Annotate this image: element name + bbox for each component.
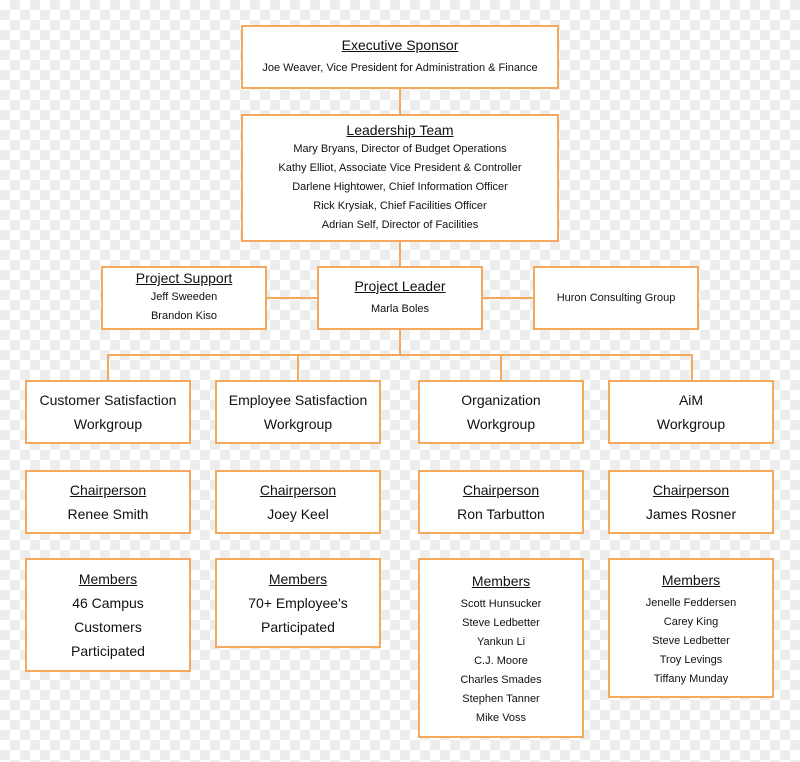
chairperson-name: James Rosner bbox=[645, 506, 737, 522]
connector-support-leader bbox=[266, 297, 318, 299]
members-box: Members 70+ Employee's Participated bbox=[215, 558, 381, 648]
chairperson-title: Chairperson bbox=[259, 482, 337, 498]
connector-bus-wg1 bbox=[107, 354, 109, 381]
project-leader-title: Project Leader bbox=[354, 277, 446, 294]
connector-exec-leadership bbox=[399, 88, 401, 115]
members-line: Participated bbox=[71, 643, 145, 659]
chairperson-box: Chairperson Renee Smith bbox=[25, 470, 191, 534]
chairperson-box: Chairperson Joey Keel bbox=[215, 470, 381, 534]
leadership-member: Darlene Hightower, Chief Information Off… bbox=[292, 180, 508, 193]
project-support-member: Brandon Kiso bbox=[150, 310, 218, 322]
workgroup-name: AiM bbox=[678, 392, 704, 408]
workgroup-name: Workgroup bbox=[263, 416, 333, 432]
chairperson-name: Renee Smith bbox=[67, 506, 149, 522]
leadership-member: Rick Krysiak, Chief Facilities Officer bbox=[313, 199, 487, 212]
workgroup-box: Employee Satisfaction Workgroup bbox=[215, 380, 381, 444]
members-line: Yankun Li bbox=[476, 635, 526, 648]
workgroup-name: Customer Satisfaction bbox=[39, 392, 177, 408]
workgroup-name: Workgroup bbox=[73, 416, 143, 432]
members-title: Members bbox=[471, 572, 531, 589]
connector-leader-consultant bbox=[482, 297, 534, 299]
chairperson-title: Chairperson bbox=[462, 482, 540, 498]
workgroup-box: Customer Satisfaction Workgroup bbox=[25, 380, 191, 444]
project-support-member: Jeff Sweeden bbox=[150, 291, 218, 303]
members-box: Members Scott Hunsucker Steve Ledbetter … bbox=[418, 558, 584, 738]
members-line: Steve Ledbetter bbox=[462, 616, 540, 629]
leadership-member: Mary Bryans, Director of Budget Operatio… bbox=[293, 142, 507, 155]
chairperson-title: Chairperson bbox=[652, 482, 730, 498]
members-line: Carey King bbox=[663, 615, 719, 628]
connector-workgroup-bus bbox=[107, 354, 693, 356]
connector-leader-bus bbox=[399, 329, 401, 356]
leadership-team-box: Leadership Team Mary Bryans, Director of… bbox=[241, 114, 559, 242]
members-title: Members bbox=[661, 571, 721, 588]
chairperson-title: Chairperson bbox=[69, 482, 147, 498]
members-line: 46 Campus bbox=[72, 595, 144, 611]
members-title: Members bbox=[268, 571, 328, 587]
members-line: Charles Smades bbox=[460, 673, 542, 686]
project-leader-box: Project Leader Marla Boles bbox=[317, 266, 483, 330]
project-support-box: Project Support Jeff Sweeden Brandon Kis… bbox=[101, 266, 267, 330]
leadership-member: Kathy Elliot, Associate Vice President &… bbox=[278, 161, 522, 174]
members-line: C.J. Moore bbox=[474, 654, 528, 667]
members-line: Scott Hunsucker bbox=[460, 597, 542, 610]
workgroup-box: AiM Workgroup bbox=[608, 380, 774, 444]
members-line: Mike Voss bbox=[475, 711, 527, 724]
executive-sponsor-title: Executive Sponsor bbox=[341, 36, 459, 53]
members-line: Participated bbox=[261, 619, 335, 635]
workgroup-name: Workgroup bbox=[466, 416, 536, 432]
connector-bus-wg2 bbox=[297, 354, 299, 381]
members-line: Troy Levings bbox=[659, 653, 723, 666]
members-line: Customers bbox=[74, 619, 142, 635]
connector-leadership-leader bbox=[399, 241, 401, 268]
chairperson-name: Joey Keel bbox=[267, 506, 329, 522]
chairperson-box: Chairperson James Rosner bbox=[608, 470, 774, 534]
members-line: 70+ Employee's bbox=[248, 595, 348, 611]
members-box: Members 46 Campus Customers Participated bbox=[25, 558, 191, 672]
workgroup-name: Workgroup bbox=[656, 416, 726, 432]
executive-sponsor-box: Executive Sponsor Joe Weaver, Vice Presi… bbox=[241, 25, 559, 89]
members-box: Members Jenelle Feddersen Carey King Ste… bbox=[608, 558, 774, 698]
project-support-title: Project Support bbox=[135, 270, 233, 286]
workgroup-name: Employee Satisfaction bbox=[228, 392, 368, 408]
chairperson-box: Chairperson Ron Tarbutton bbox=[418, 470, 584, 534]
chairperson-name: Ron Tarbutton bbox=[457, 506, 545, 522]
workgroup-name: Organization bbox=[461, 392, 541, 408]
leadership-team-title: Leadership Team bbox=[346, 121, 454, 138]
members-line: Stephen Tanner bbox=[462, 692, 540, 705]
consultant-box: Huron Consulting Group bbox=[533, 266, 699, 330]
workgroup-box: Organization Workgroup bbox=[418, 380, 584, 444]
consultant-name: Huron Consulting Group bbox=[556, 291, 676, 304]
project-leader-name: Marla Boles bbox=[370, 302, 430, 315]
connector-bus-wg4 bbox=[691, 354, 693, 381]
executive-sponsor-name: Joe Weaver, Vice President for Administr… bbox=[262, 61, 538, 74]
members-title: Members bbox=[78, 571, 138, 587]
connector-bus-wg3 bbox=[500, 354, 502, 381]
members-line: Steve Ledbetter bbox=[652, 634, 730, 647]
leadership-member: Adrian Self, Director of Facilities bbox=[321, 218, 479, 231]
members-line: Jenelle Feddersen bbox=[645, 596, 737, 609]
members-line: Tiffany Munday bbox=[653, 672, 729, 685]
